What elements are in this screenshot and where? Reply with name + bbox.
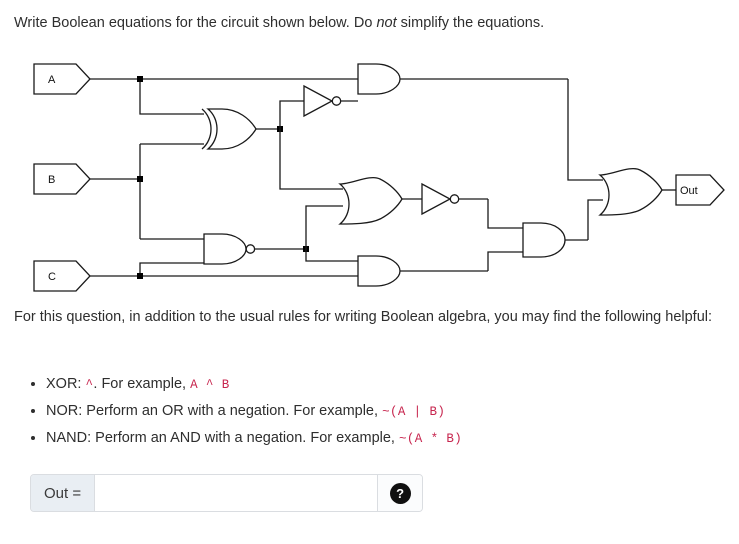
answer-input-group: Out = ? xyxy=(30,474,424,512)
wire-c-to-nand xyxy=(139,262,204,276)
and-gate-top xyxy=(357,63,568,95)
input-pin-a: A xyxy=(33,63,91,95)
helper-item-0-prefix: XOR: xyxy=(46,376,86,392)
helper-item-0-code: A ^ B xyxy=(190,378,230,392)
list-item: NOR: Perform an OR with a negation. For … xyxy=(46,399,739,425)
prompt-emphasis: not xyxy=(376,15,397,31)
junction-a xyxy=(137,76,143,82)
question-mark-icon: ? xyxy=(389,482,411,504)
circuit-diagram: A B C xyxy=(18,56,728,296)
not-gate-1 xyxy=(303,84,358,118)
input-pin-c: C xyxy=(33,260,91,292)
helper-list: XOR: ^. For example, A ^ B NOR: Perform … xyxy=(14,372,739,453)
helper-item-1-code: ~(A | B) xyxy=(382,405,446,419)
wire-and-bottom-to-and-merge xyxy=(487,251,523,271)
answer-prefix-label: Out = xyxy=(31,475,96,511)
not-gate-2 xyxy=(421,182,488,216)
nand-gate-bc xyxy=(203,233,306,265)
prompt-text-after: simplify the equations. xyxy=(396,15,545,31)
output-pin-out: Out xyxy=(675,174,725,206)
junction-b xyxy=(137,176,143,182)
list-item: XOR: ^. For example, A ^ B xyxy=(46,372,739,398)
and-gate-bottom xyxy=(357,255,488,287)
helper-item-1-prefix: NOR: Perform an OR with a negation. For … xyxy=(46,403,383,419)
output-label-out: Out xyxy=(680,185,698,197)
and-gate-merge xyxy=(522,222,588,258)
wire-nand-to-or-mid xyxy=(305,205,343,249)
input-label-c: C xyxy=(48,271,56,283)
wire-not2-to-and-merge xyxy=(487,199,523,229)
wire-and-merge-to-or-out xyxy=(587,199,603,240)
page-title: Write Boolean equations for the circuit … xyxy=(14,12,726,34)
list-item: NAND: Perform an AND with a negation. Fo… xyxy=(46,426,739,452)
answer-input[interactable] xyxy=(95,475,379,511)
or-gate-mid xyxy=(338,177,422,225)
input-pin-b: B xyxy=(33,163,91,195)
wire-and-top-to-or-out xyxy=(567,79,603,181)
prompt-text-before: Write Boolean equations for the circuit … xyxy=(14,15,377,31)
xor-gate-ab xyxy=(201,108,280,150)
help-button[interactable]: ? xyxy=(378,475,423,511)
circuit-svg: A B C xyxy=(33,63,725,292)
helper-item-2-prefix: NAND: Perform an AND with a negation. Fo… xyxy=(46,430,399,446)
wire-xor-to-or-mid xyxy=(279,129,343,190)
helper-item-0-op: ^ xyxy=(85,378,94,392)
input-label-b: B xyxy=(48,174,55,186)
helper-paragraph: For this question, in addition to the us… xyxy=(14,309,713,325)
wire-a-to-xor xyxy=(139,79,204,115)
wire-xor-to-not1 xyxy=(279,100,304,129)
helper-item-2-code: ~(A * B) xyxy=(398,432,463,446)
helper-item-0-middle: . For example, xyxy=(93,376,191,392)
or-gate-out xyxy=(598,168,676,216)
junction-c xyxy=(137,273,143,279)
input-label-a: A xyxy=(48,74,56,86)
wire-nand-to-and-bottom xyxy=(305,249,358,262)
